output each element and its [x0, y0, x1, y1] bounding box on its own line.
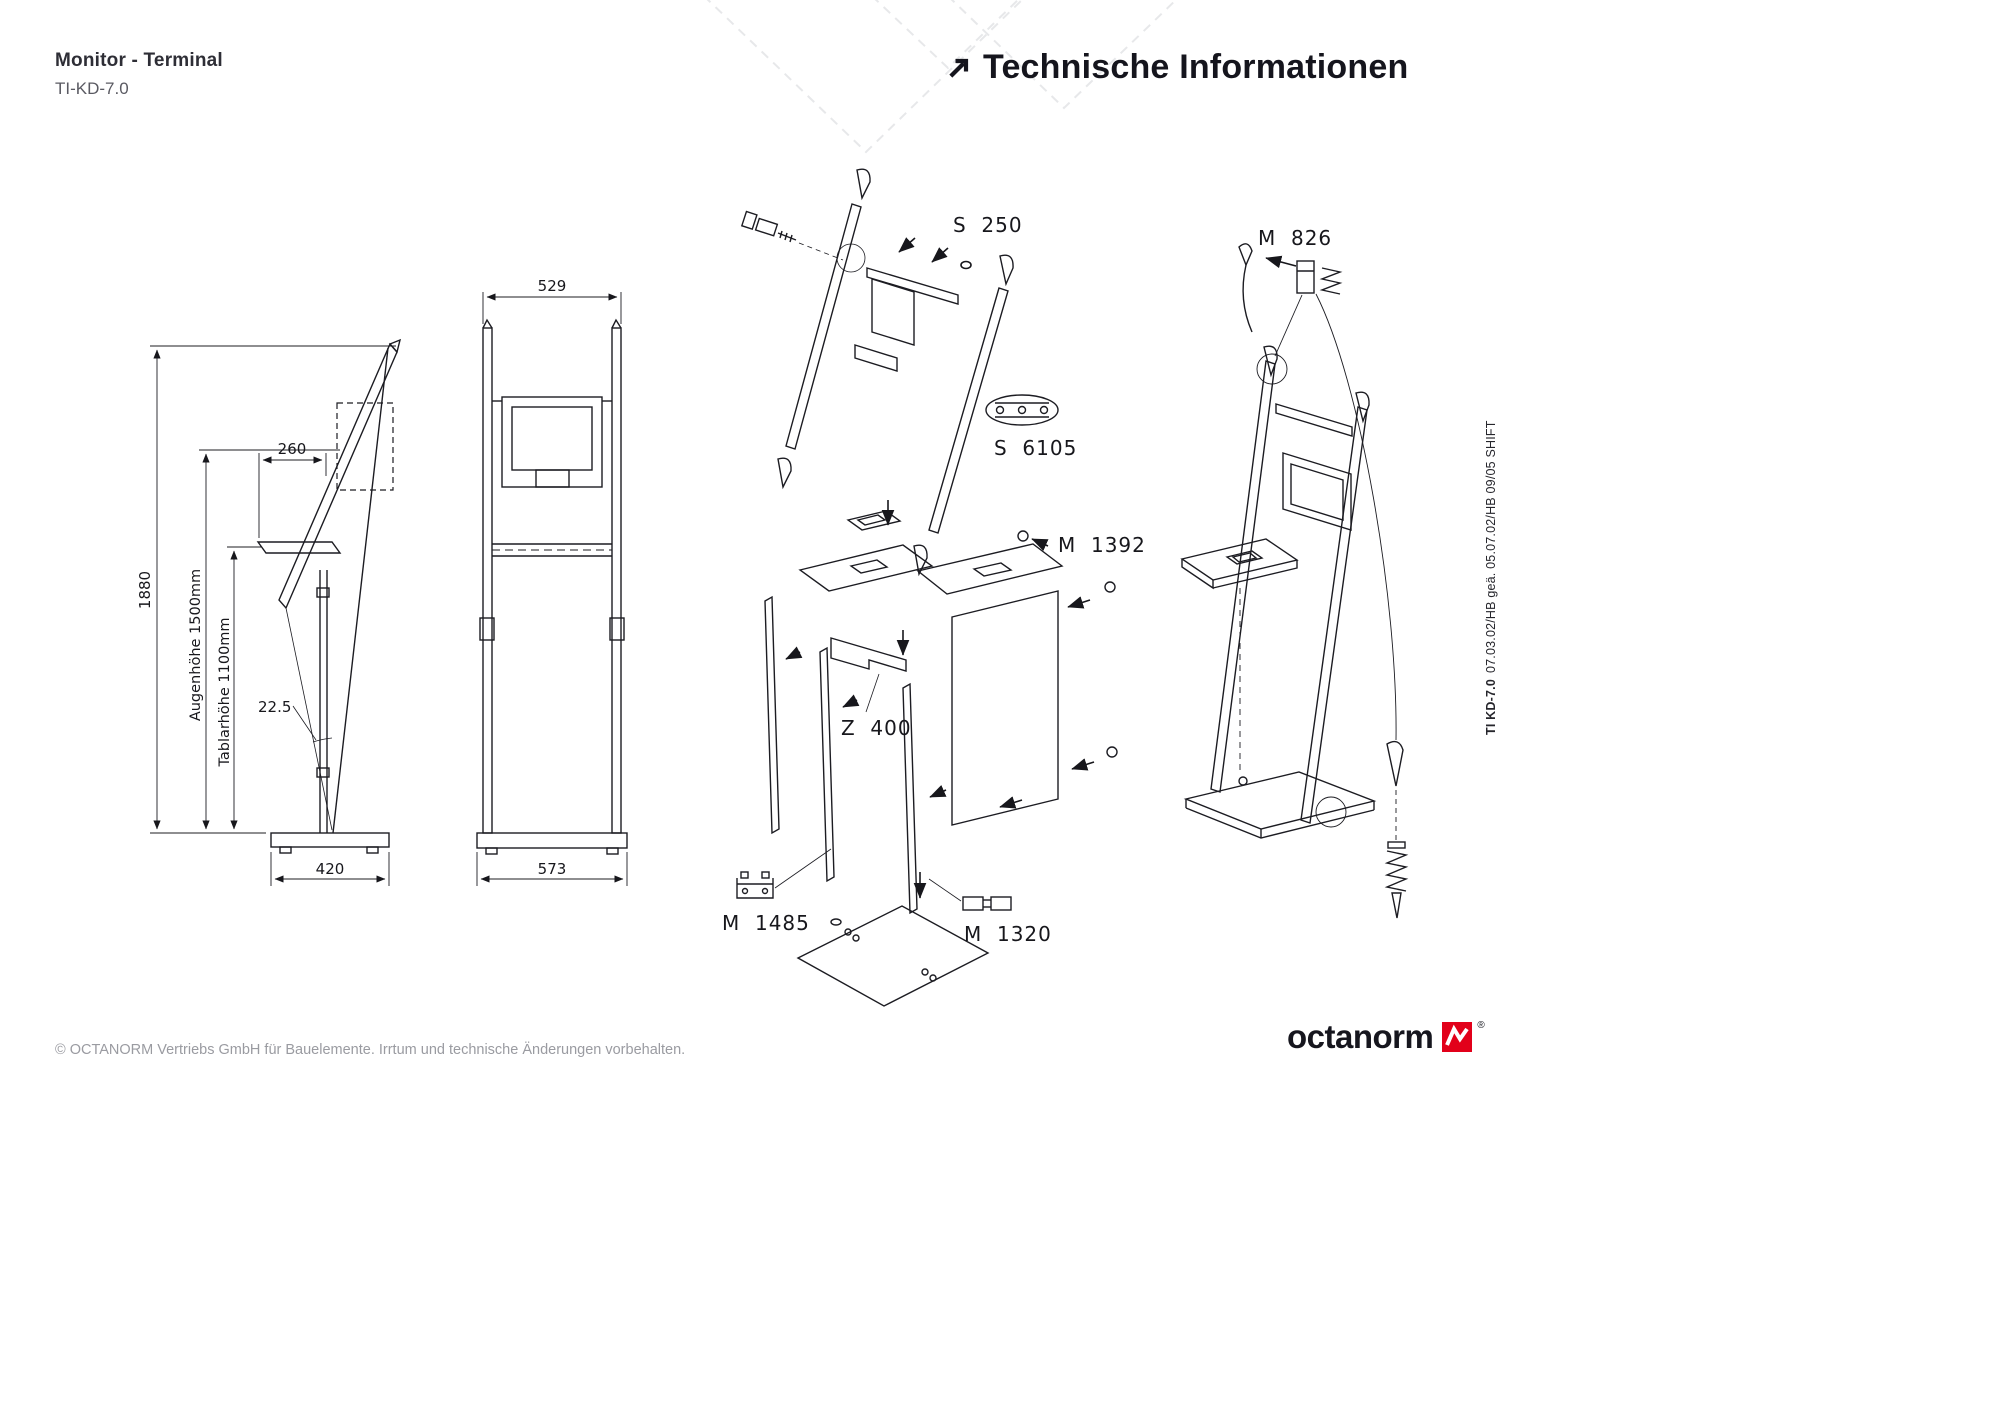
- assembled-object: [1180, 243, 1409, 919]
- side-view-angle-construction: [285, 607, 333, 831]
- monitor-hidden-outline: [336, 402, 394, 491]
- front-view-dimensions: [476, 292, 628, 886]
- logo-text: octanorm: [1287, 1018, 1434, 1055]
- part-label-m826: M 826: [1258, 226, 1332, 250]
- side-view-dimensions: [150, 345, 396, 886]
- assembled-leaders: [1239, 293, 1397, 840]
- part-label-m1485: M 1485: [722, 911, 810, 935]
- dim-monitor-depth: 260: [278, 440, 307, 458]
- part-label-z400: Z 400: [841, 716, 912, 740]
- part-label-s6105: S 6105: [994, 436, 1077, 460]
- side-view: 1880 Augenhöhe 1500mm Tablarhöhe 1100mm …: [136, 338, 402, 886]
- m826-arrow: [1265, 255, 1297, 269]
- dim-shelf-height: Tablarhöhe 1100mm: [217, 617, 233, 767]
- document-code: TI-KD-7.0: [55, 79, 129, 98]
- exploded-assembly-arrows: [785, 237, 1095, 899]
- dim-base-width: 573: [538, 860, 567, 878]
- copyright-text: © OCTANORM Vertriebs GmbH für Bauelement…: [55, 1042, 686, 1058]
- front-view-object: [476, 318, 628, 855]
- dim-base-depth: 420: [316, 860, 345, 878]
- exploded-view: S 250 S 6105 M 1392 Z 400 M 1485 M 1320: [722, 168, 1146, 1007]
- dim-top-width: 529: [538, 277, 567, 295]
- revision-code: TI KD-7.0: [1484, 679, 1498, 735]
- document-title: Monitor - Terminal: [55, 50, 223, 71]
- part-label-m1320: M 1320: [964, 922, 1052, 946]
- section-title: Technische Informationen: [983, 48, 1409, 86]
- background-motif: [706, 0, 1178, 154]
- part-label-m1392: M 1392: [1058, 533, 1146, 557]
- revision-text: 07.03.02/HB geä. 05.07.02/HB 09/05 SHIFT: [1484, 420, 1498, 674]
- exploded-parts: [736, 168, 1118, 1007]
- registered-mark: ®: [1477, 1020, 1485, 1031]
- arrow-up-right-icon: [945, 54, 973, 82]
- octanorm-logo: octanorm ®: [1287, 1020, 1485, 1053]
- octanorm-red-arrow-icon: [1442, 1022, 1473, 1052]
- part-label-s250: S 250: [953, 213, 1023, 237]
- revision-note: TI KD-7.0 07.03.02/HB geä. 05.07.02/HB 09…: [1484, 420, 1498, 735]
- dim-angle: 22.5: [258, 698, 291, 716]
- dim-eye-height: Augenhöhe 1500mm: [188, 569, 204, 721]
- dim-total-height: 1880: [136, 571, 154, 609]
- exploded-leaders: [774, 242, 962, 902]
- assembled-view: M 826: [1180, 226, 1409, 919]
- section-header: Technische Informationen: [945, 48, 1408, 87]
- front-view: 529 573: [476, 277, 628, 886]
- side-view-object: [256, 338, 402, 854]
